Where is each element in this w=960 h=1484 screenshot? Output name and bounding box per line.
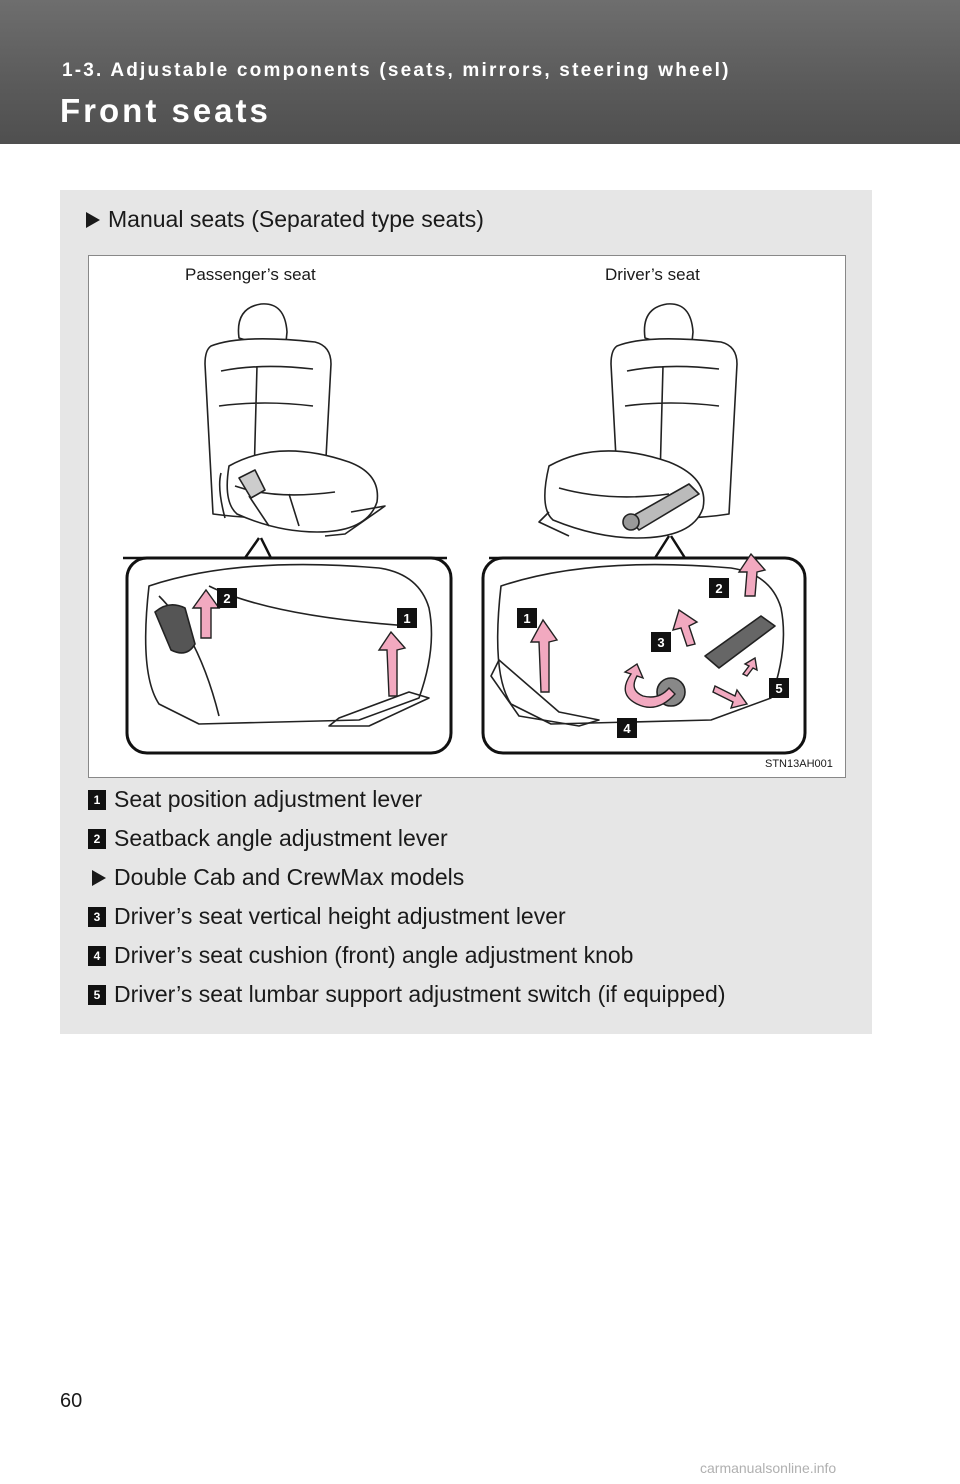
- legend-text: Seat position adjustment lever: [114, 786, 423, 812]
- fig-badge-1-left: 1: [397, 608, 417, 628]
- legend-item: 2 Seatback angle adjustment lever: [88, 825, 448, 852]
- passenger-seat-label: Passenger’s seat: [185, 265, 316, 284]
- legend-item: 4 Driver’s seat cushion (front) angle ad…: [88, 942, 633, 969]
- fig-badge-4: 4: [617, 718, 637, 738]
- legend-text: Driver’s seat cushion (front) angle adju…: [114, 942, 634, 968]
- triangle-bullet-icon: [86, 211, 100, 228]
- legend-text: Driver’s seat lumbar support adjustment …: [114, 981, 726, 1007]
- legend-item: 5 Driver’s seat lumbar support adjustmen…: [88, 981, 725, 1008]
- fig-badge-2-left: 2: [217, 588, 237, 608]
- manual-seats-heading-text: Manual seats (Separated type seats): [108, 206, 484, 232]
- number-badge: 4: [88, 945, 106, 966]
- watermark: carmanualsonline.info: [700, 1460, 837, 1476]
- legend-text: Seatback angle adjustment lever: [114, 825, 448, 851]
- double-cab-heading: Double Cab and CrewMax models: [92, 864, 464, 891]
- number-badge: 2: [88, 828, 106, 849]
- manual-seats-heading: Manual seats (Separated type seats): [86, 206, 484, 233]
- fig-badge-2-right: 2: [709, 578, 729, 598]
- number-badge: 3: [88, 906, 106, 927]
- page-header: 1-3. Adjustable components (seats, mirro…: [0, 0, 960, 144]
- figure-code: STN13AH001: [765, 758, 833, 770]
- section-title: 1-3. Adjustable components (seats, mirro…: [62, 60, 731, 81]
- seat-illustration: Passenger’s seat Driver’s seat 2 1 1 2 3…: [88, 255, 846, 778]
- passenger-seat-drawing: [204, 303, 386, 537]
- double-cab-heading-text: Double Cab and CrewMax models: [114, 864, 465, 890]
- driver-seat-label: Driver’s seat: [605, 265, 700, 284]
- fig-badge-3: 3: [651, 632, 671, 652]
- fig-badge-5: 5: [769, 678, 789, 698]
- page-title: Front seats: [60, 92, 271, 129]
- adjustment-arrows: [191, 552, 767, 709]
- legend-text: Driver’s seat vertical height adjustment…: [114, 903, 566, 929]
- number-badge: 5: [88, 984, 106, 1005]
- legend-item: 1 Seat position adjustment lever: [88, 786, 422, 813]
- seat-drawing: [123, 303, 807, 755]
- fig-badge-1-right: 1: [517, 608, 537, 628]
- triangle-bullet-icon: [92, 869, 106, 886]
- page-number: 60: [60, 1390, 83, 1412]
- driver-seat-drawing: [538, 303, 738, 539]
- number-badge: 1: [88, 789, 106, 810]
- legend-item: 3 Driver’s seat vertical height adjustme…: [88, 903, 566, 930]
